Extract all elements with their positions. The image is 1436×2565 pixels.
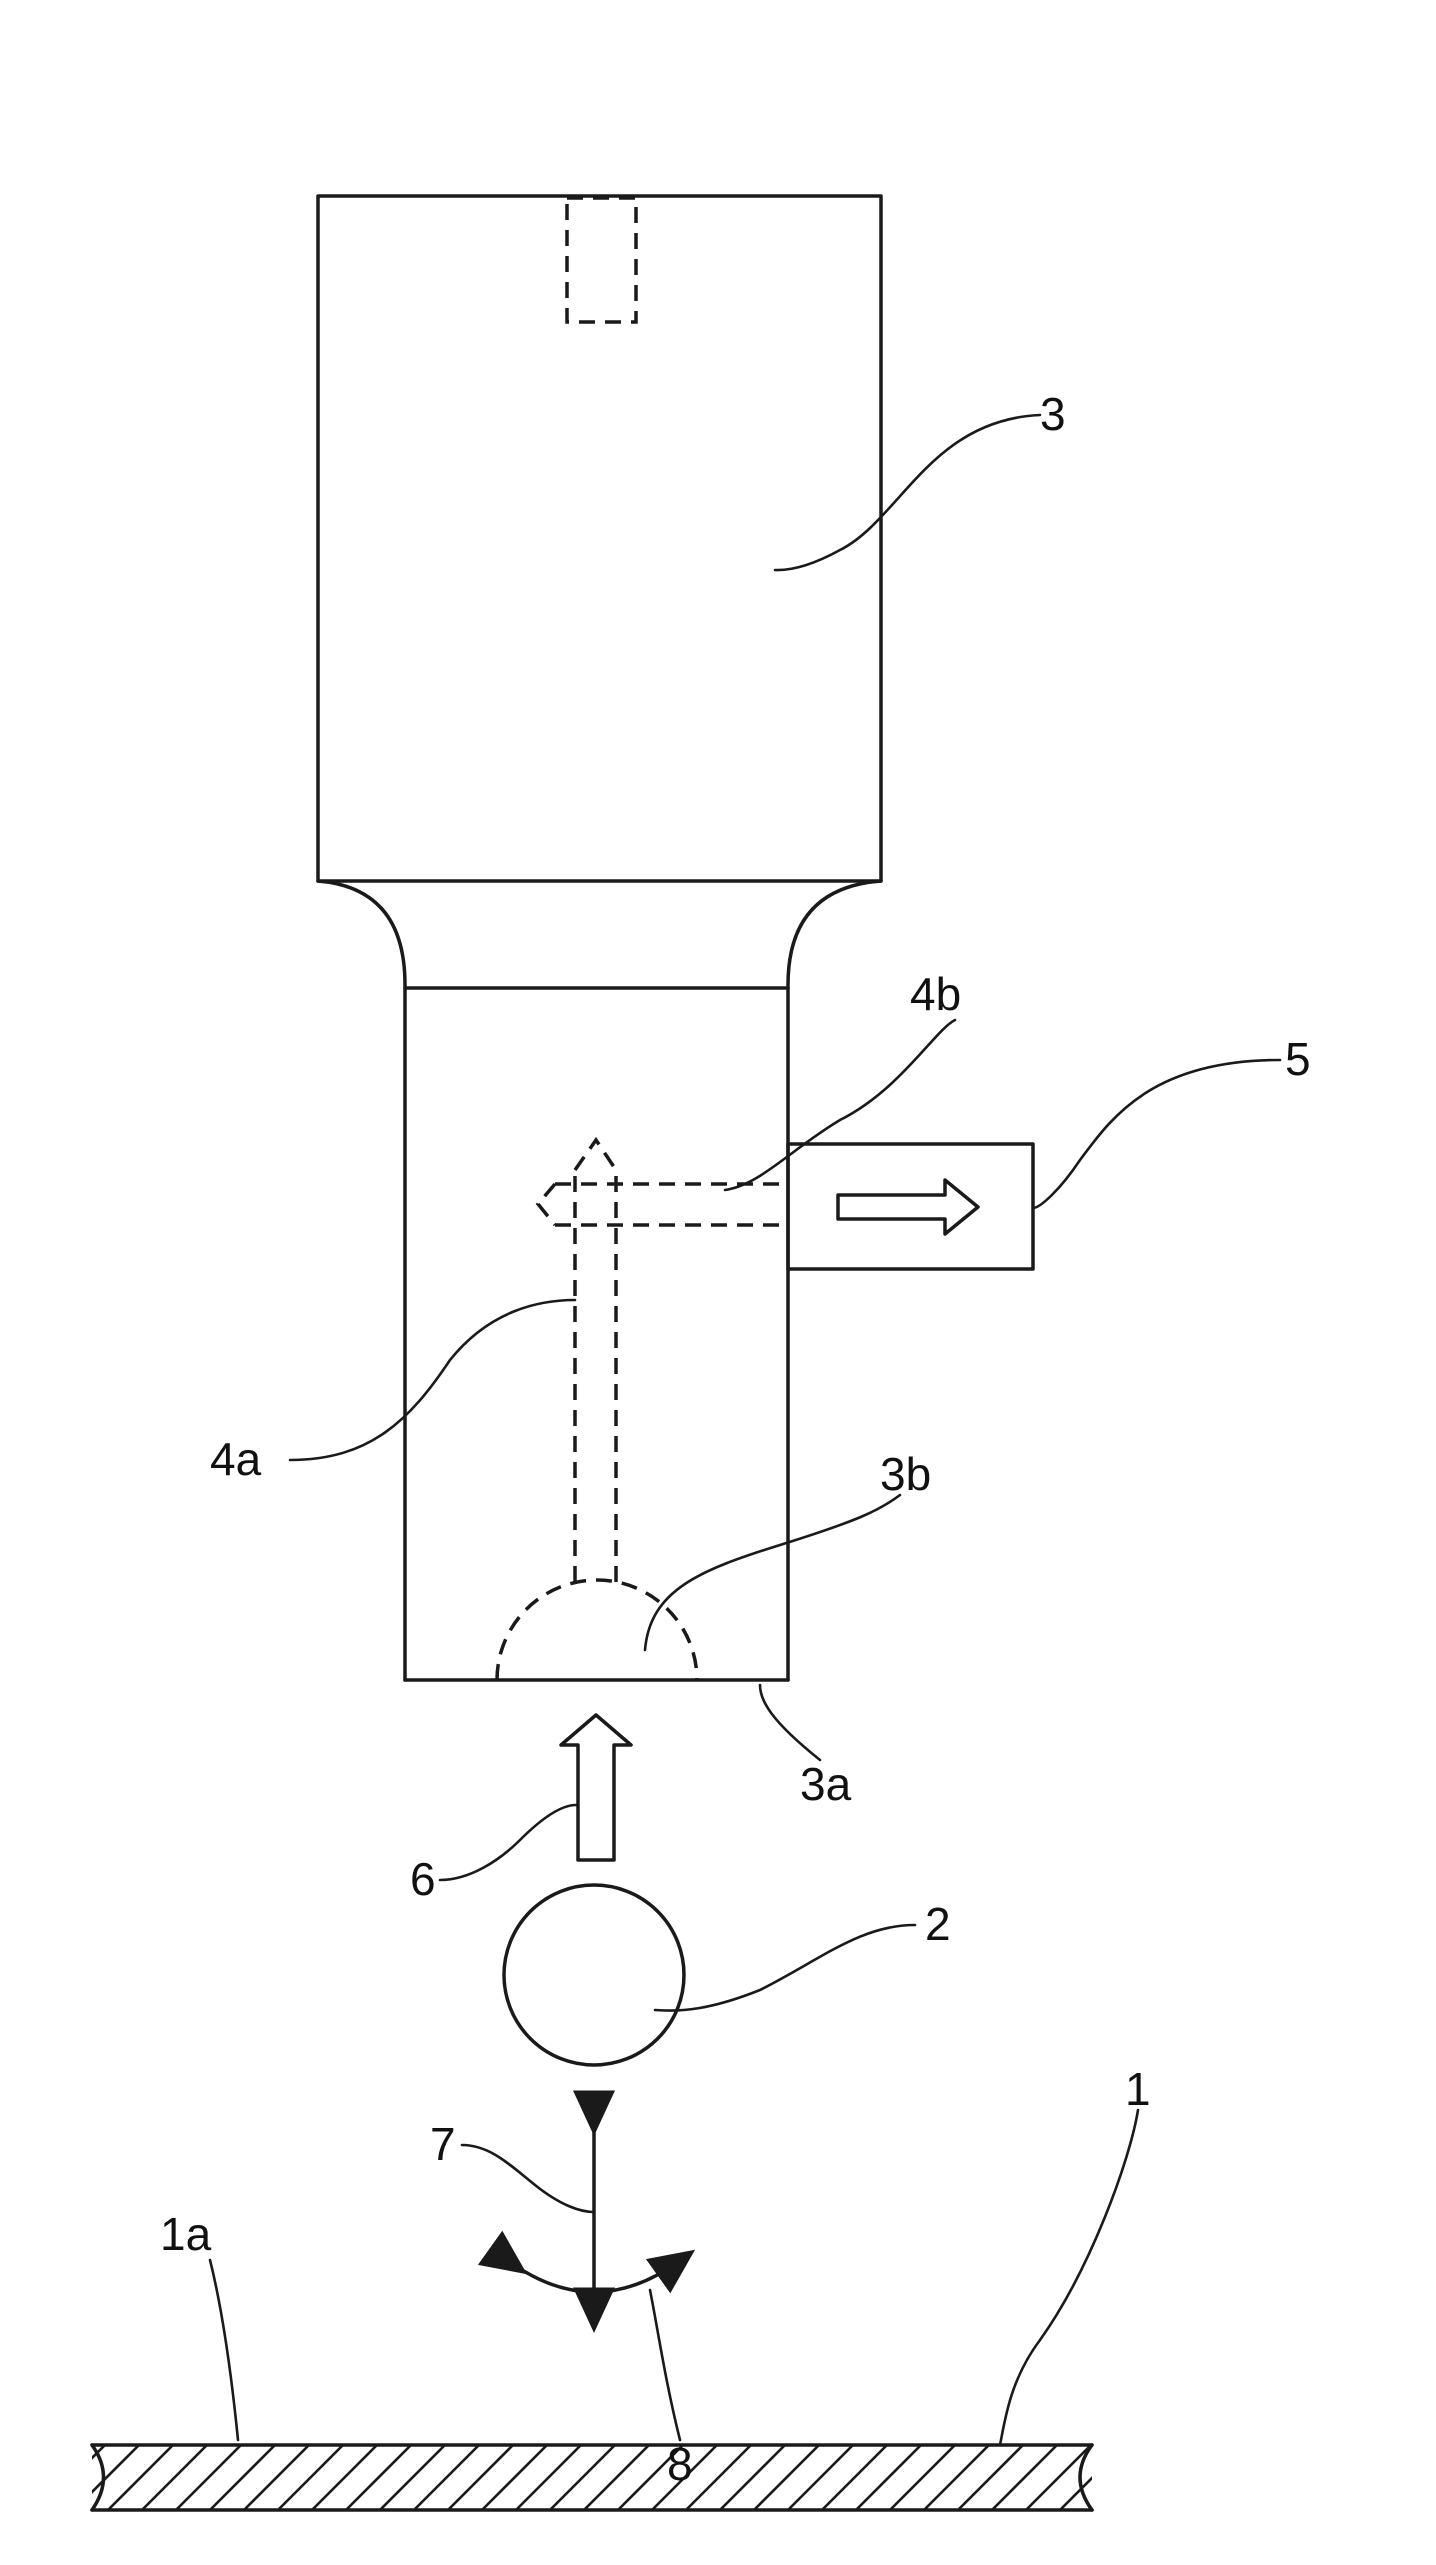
hatch-line — [992, 2445, 1057, 2510]
reference-labels: 3 4b 5 4a 3b 3a 6 2 7 1 1a 8 — [160, 388, 1311, 2490]
hatch-line — [686, 2445, 751, 2510]
hatch-line — [550, 2445, 615, 2510]
hatch-line — [210, 2445, 275, 2510]
label-ball: 2 — [925, 1898, 951, 1950]
hatch-line — [1128, 2445, 1193, 2510]
hatch-line — [108, 2445, 173, 2510]
hatch-line — [958, 2445, 1023, 2510]
hatch-line — [346, 2445, 411, 2510]
hatch-line — [482, 2445, 547, 2510]
hatch-line — [414, 2445, 479, 2510]
label-tool-body: 3 — [1040, 388, 1066, 440]
suction-recess — [497, 1580, 697, 1680]
hatch-line — [584, 2445, 649, 2510]
hatch-line — [856, 2445, 921, 2510]
hatch-line — [754, 2445, 819, 2510]
hatch-line — [1060, 2445, 1125, 2510]
hatch-line — [74, 2445, 139, 2510]
hatch-line — [380, 2445, 445, 2510]
hatch-line — [890, 2445, 955, 2510]
leader-lines — [210, 415, 1280, 2445]
hatch-line — [312, 2445, 377, 2510]
tool-neck — [318, 881, 881, 1680]
hatch-line — [1094, 2445, 1159, 2510]
label-horizontal-passage: 4b — [910, 968, 961, 1020]
hatch-line — [278, 2445, 343, 2510]
hatch-line — [516, 2445, 581, 2510]
label-substrate: 1 — [1125, 2063, 1151, 2115]
hatch-line — [924, 2445, 989, 2510]
hatch-line — [40, 2445, 105, 2510]
label-suction-recess: 3b — [880, 1448, 931, 1500]
hatch-line — [788, 2445, 853, 2510]
hatch-line — [142, 2445, 207, 2510]
suction-flow-arrow-icon — [561, 1715, 631, 1860]
vertical-passage — [575, 1140, 616, 1582]
label-suction-device: 5 — [1285, 1033, 1311, 1085]
ball — [504, 1885, 684, 2065]
suction-device — [788, 1144, 1033, 1269]
hatch-line — [176, 2445, 241, 2510]
substrate — [40, 2445, 1193, 2510]
flow-arrow-icon — [838, 1180, 978, 1234]
label-tip-end: 3a — [800, 1758, 852, 1810]
label-vertical-motion: 7 — [430, 2118, 456, 2170]
hatch-line — [244, 2445, 309, 2510]
label-rocking-motion: 8 — [667, 2438, 693, 2490]
hatch-line — [720, 2445, 785, 2510]
hatch-line — [822, 2445, 887, 2510]
hatch-line — [448, 2445, 513, 2510]
tool-upper-body — [318, 196, 881, 881]
label-suction-flow: 6 — [410, 1853, 436, 1905]
label-vertical-passage: 4a — [210, 1433, 262, 1485]
label-substrate-surface: 1a — [160, 2208, 212, 2260]
